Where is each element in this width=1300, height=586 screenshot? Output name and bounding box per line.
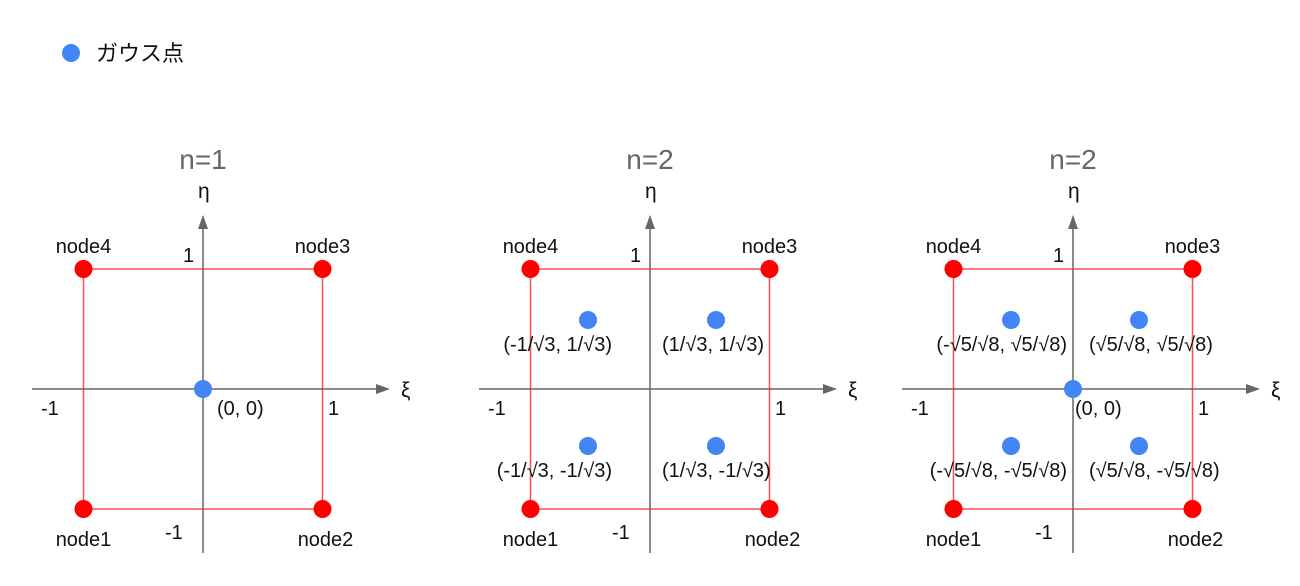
gauss-point-label: (0, 0) [217,398,264,420]
node-label-3: node3 [295,236,351,258]
eta-axis-label: η [1068,180,1080,203]
panel-title: n=2 [1049,144,1097,175]
tick-eta-neg-one: -1 [165,522,183,544]
tick-xi-neg-one: -1 [911,398,929,420]
node-point [521,500,540,518]
panel-2: n=2 ξ η 1 -1 1 -1 node1 node2 node3 node4 (-1/√3, 1… [479,144,857,553]
node-point [521,260,540,278]
gauss-point-label: (-√5/√8, -√5/√8) [930,460,1067,482]
node-point [944,500,963,518]
panel-title: n=1 [179,144,227,175]
gauss-point-label: (-√5/√8, √5/√8) [936,334,1067,356]
node-point [1183,260,1202,278]
gauss-point [194,380,212,398]
tick-xi-neg-one: -1 [41,398,59,420]
gauss-point [707,311,725,329]
xi-axis-label: ξ [401,379,410,402]
tick-xi-pos-one: 1 [775,398,786,420]
xi-axis-label: ξ [1271,379,1280,402]
panel-1: n=1 ξ η 1 -1 1 -1 node1 node2 node3 node4 (0, 0) [32,144,410,553]
gauss-point-label: (√5/√8, √5/√8) [1089,334,1213,356]
gauss-point-label: (1/√3, 1/√3) [662,334,764,356]
tick-xi-pos-one: 1 [1198,398,1209,420]
eta-axis-label: η [645,180,657,203]
node-point [944,260,963,278]
tick-eta-pos-one: 1 [1053,245,1064,267]
node-label-2: node2 [745,529,801,551]
node-point [1183,500,1202,518]
tick-eta-pos-one: 1 [183,245,194,267]
legend-label: ガウス点 [96,41,184,66]
gauss-point [1130,437,1148,455]
node-point [313,260,332,278]
gauss-point [1064,380,1082,398]
node-point [74,260,93,278]
node-label-2: node2 [298,529,354,551]
node-label-2: node2 [1168,529,1224,551]
legend-gauss-point-icon [62,44,80,62]
panel-3: n=2 ξ η 1 -1 1 -1 node1 node2 node3 node4 (-√5/√8, … [902,144,1280,553]
tick-eta-pos-one: 1 [630,245,641,267]
gauss-point [579,311,597,329]
eta-axis-label: η [198,180,210,203]
node-point [760,260,779,278]
gauss-point [1130,311,1148,329]
panel-title: n=2 [626,144,674,175]
tick-xi-pos-one: 1 [328,398,339,420]
gauss-point-label: (0, 0) [1075,398,1122,420]
node-label-4: node4 [56,236,112,258]
gauss-point-label: (√5/√8, -√5/√8) [1089,460,1220,482]
xi-axis-label: ξ [848,379,857,402]
node-label-3: node3 [1165,236,1221,258]
node-label-1: node1 [56,529,112,551]
node-point [74,500,93,518]
tick-eta-neg-one: -1 [1035,522,1053,544]
node-label-4: node4 [503,236,559,258]
node-point [313,500,332,518]
legend: ガウス点 [62,41,184,66]
node-point [760,500,779,518]
tick-eta-neg-one: -1 [612,522,630,544]
node-label-4: node4 [926,236,982,258]
gauss-point [579,437,597,455]
gauss-point [1002,311,1020,329]
gauss-point-label: (-1/√3, -1/√3) [497,460,612,482]
gauss-point-label: (-1/√3, 1/√3) [503,334,612,356]
gauss-point [707,437,725,455]
node-label-3: node3 [742,236,798,258]
tick-xi-neg-one: -1 [488,398,506,420]
node-label-1: node1 [503,529,559,551]
node-label-1: node1 [926,529,982,551]
gauss-point-label: (1/√3, -1/√3) [662,460,771,482]
gauss-point [1002,437,1020,455]
